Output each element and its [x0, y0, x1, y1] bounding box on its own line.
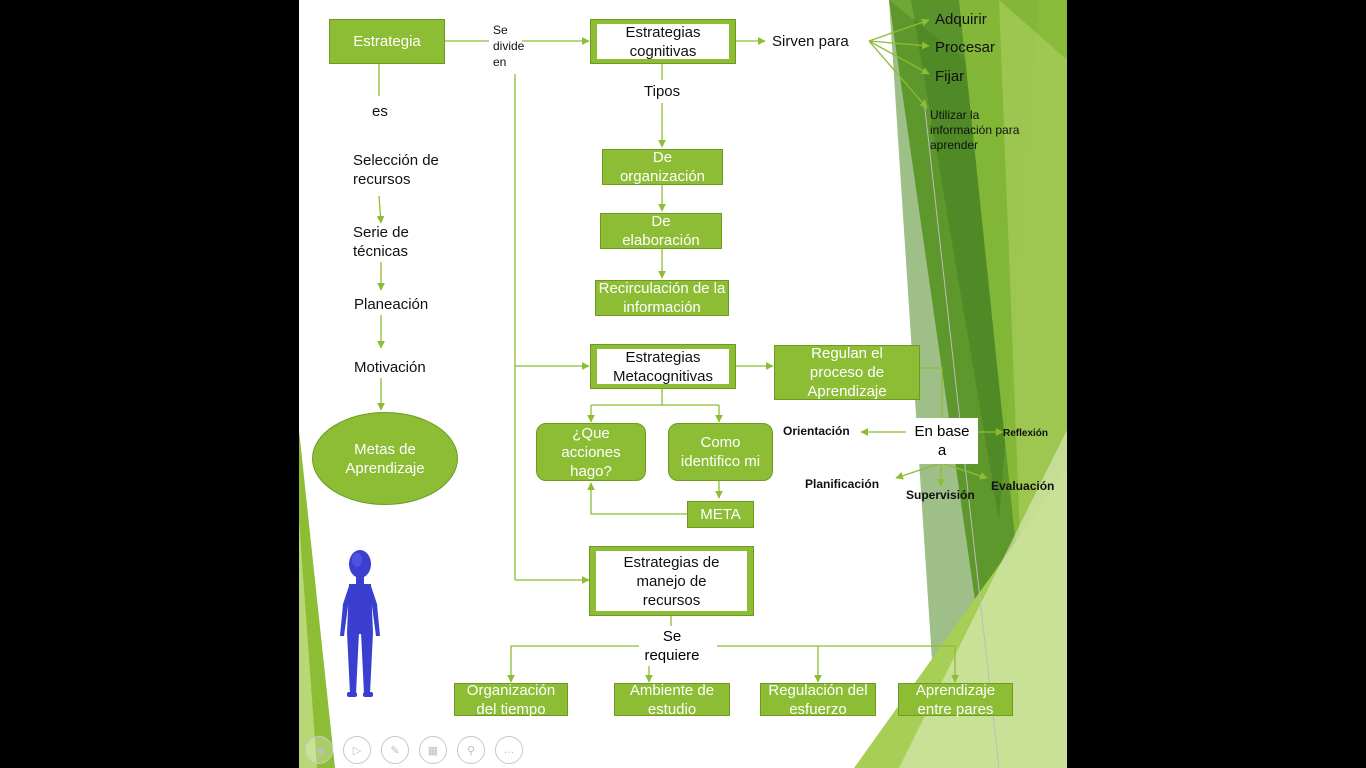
type-recirculacion: Recirculación de la información: [595, 280, 729, 316]
background-decoration: [299, 0, 1067, 768]
resource-ambiente: Ambiente de estudio: [614, 682, 730, 718]
connector-lines: [376, 18, 1004, 683]
aspect-planificacion: Planificación: [805, 477, 880, 491]
en-base-box: En base a: [906, 418, 978, 464]
pen-icon[interactable]: ✎: [381, 736, 409, 764]
se-requiere-label: Se requiere: [639, 626, 705, 666]
previous-icon[interactable]: ◀: [305, 736, 333, 764]
purpose-procesar: Procesar: [935, 39, 996, 56]
purpose-adquirir: Adquirir: [935, 11, 987, 28]
resources-box: Estrategias de manejo de recursos: [589, 546, 754, 616]
purpose-fijar: Fijar: [935, 68, 965, 85]
question-acciones: ¿Que acciones hago?: [536, 423, 646, 481]
aspect-orientacion: Orientación: [783, 424, 850, 438]
play-icon[interactable]: ▷: [343, 736, 371, 764]
purpose-utilizar: Utilizar la información para aprender: [930, 108, 1020, 152]
presentation-nav: ◀ ▷ ✎ ▦ ⚲ …: [305, 736, 523, 764]
strategy-label: Estrategia: [353, 33, 421, 50]
aspect-supervision: Supervisión: [906, 488, 975, 502]
regulates-box: Regulan el proceso de Aprendizaje: [774, 345, 920, 400]
step-planeacion: Planeación: [354, 296, 429, 313]
aspect-reflexion: Reflexión: [1003, 428, 1049, 439]
step-seleccion: Selección de recursos: [353, 152, 439, 188]
tipos-label: Tipos: [644, 83, 681, 100]
cognitive-title: Estrategias cognitivas: [625, 23, 701, 60]
zoom-icon[interactable]: ⚲: [457, 736, 485, 764]
metacognitive-title: Estrategias Metacognitivas: [612, 348, 714, 385]
question-identifico: Como identifico mi: [668, 423, 773, 481]
slide: Estrategia es Selección de recursos Seri…: [299, 0, 1067, 768]
divide-label: Se divide en: [493, 23, 525, 69]
step-serie: Serie de técnicas: [353, 224, 409, 260]
resource-pares: Aprendizaje entre pares: [898, 682, 1013, 718]
resources-title: Estrategias de manejo de recursos: [623, 553, 720, 609]
step-motivacion: Motivación: [354, 359, 426, 376]
type-elaboracion: De elaboración: [600, 213, 722, 249]
es-label: es: [372, 103, 388, 120]
goal-ellipse: Metas de Aprendizaje: [312, 412, 458, 505]
resource-esfuerzo: Regulación del esfuerzo: [760, 682, 876, 718]
meta-box: META: [687, 501, 754, 528]
human-figure-icon: [340, 550, 380, 697]
resource-tiempo: Organización del tiempo: [454, 682, 568, 718]
more-icon[interactable]: …: [495, 736, 523, 764]
slides-icon[interactable]: ▦: [419, 736, 447, 764]
metacognitive-box: Estrategias Metacognitivas: [590, 344, 736, 389]
sirven-para-label: Sirven para: [772, 33, 849, 50]
type-organizacion: De organización: [602, 149, 723, 185]
goal-label: Metas de Aprendizaje: [345, 440, 425, 477]
strategy-box: Estrategia: [329, 19, 445, 64]
aspect-evaluacion: Evaluación: [991, 479, 1055, 493]
cognitive-box: Estrategias cognitivas: [590, 19, 736, 64]
